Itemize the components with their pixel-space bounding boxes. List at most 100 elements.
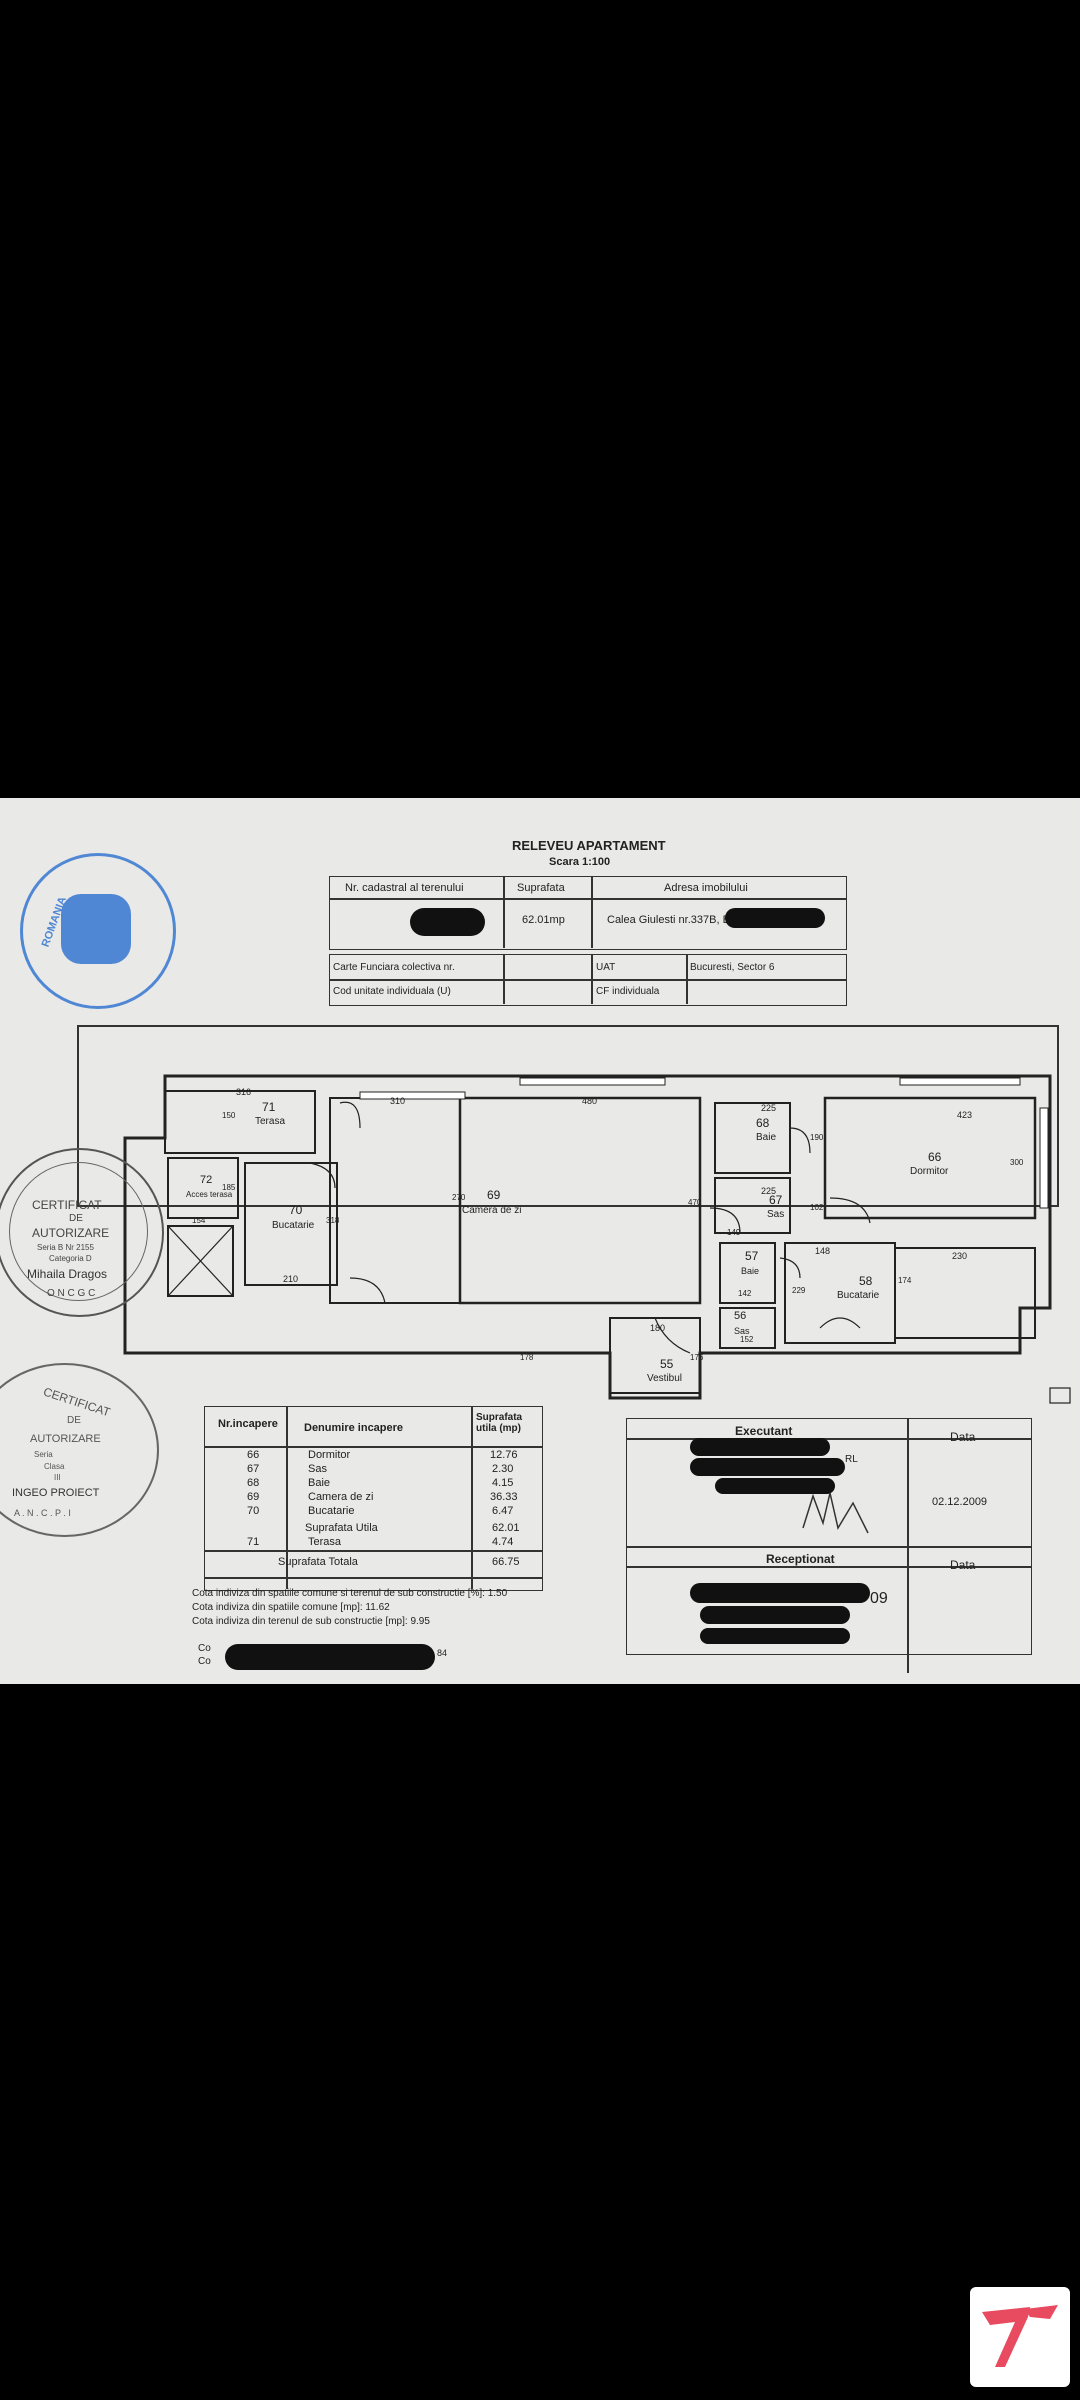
area-row-nr: 69 — [247, 1491, 260, 1503]
info-uat: UAT — [596, 962, 616, 973]
area-util-label: Suprafata Utila — [305, 1522, 378, 1534]
area-table — [204, 1406, 543, 1591]
area-header-name: Denumire incapere — [304, 1422, 404, 1434]
room-name: Dormitor — [910, 1166, 949, 1177]
signature — [802, 1492, 869, 1534]
dimension: 190 — [810, 1133, 824, 1142]
room-nr: 71 — [262, 1100, 276, 1114]
app-logo-icon — [970, 2287, 1070, 2387]
info-col-cadastral: Nr. cadastral al terenului — [345, 882, 464, 894]
dimension: 148 — [815, 1246, 831, 1256]
redaction — [715, 1478, 835, 1494]
dimension: 470 — [688, 1198, 702, 1207]
room-nr: 69 — [487, 1188, 501, 1202]
dimension: 310 — [390, 1096, 406, 1106]
area-row-name: Bucatarie — [308, 1505, 355, 1517]
room-nr: 56 — [734, 1310, 747, 1322]
room-name: Baie — [741, 1266, 760, 1276]
dimension: 150 — [222, 1111, 236, 1120]
area-terrace-name: Terasa — [308, 1536, 342, 1548]
info-uat-value: Bucuresti, Sector 6 — [690, 962, 775, 973]
note-3: Cota indiviza din terenul de sub constru… — [192, 1616, 430, 1627]
dimension: 180 — [650, 1323, 666, 1333]
dimension: 230 — [952, 1251, 968, 1261]
dimension: 152 — [740, 1335, 754, 1344]
area-terrace-nr: 71 — [247, 1536, 260, 1548]
executant-title: Executant — [735, 1424, 793, 1438]
dimension: 225 — [761, 1186, 777, 1196]
redaction — [690, 1583, 870, 1603]
info-col-address: Adresa imobilului — [664, 882, 748, 894]
room-nr: 58 — [859, 1274, 873, 1288]
room-name: Bucatarie — [272, 1220, 315, 1231]
info-address: Calea Giulesti nr.337B, Bl. — [607, 914, 736, 926]
floor-plan — [77, 1025, 1071, 1404]
area-row-name: Baie — [308, 1477, 331, 1489]
room-name: Sas — [734, 1326, 750, 1336]
stamp-top: ROMANIA — [20, 853, 176, 1009]
receptionat-date: 09 — [870, 1590, 888, 1607]
area-row-name: Camera de zi — [308, 1491, 374, 1503]
info-unit-code: Cod unitate individuala (U) — [333, 986, 451, 997]
area-row-name: Dormitor — [308, 1449, 351, 1461]
executant-suffix: RL — [845, 1454, 858, 1465]
dimension: 174 — [898, 1276, 912, 1285]
dimension: 423 — [957, 1110, 973, 1120]
area-total-label: Suprafata Totala — [278, 1556, 358, 1568]
stamp-certificat-1: CERTIFICAT DE AUTORIZARE Seria B Nr 2155… — [0, 1148, 164, 1317]
info-cf-individual: CF individuala — [596, 986, 660, 997]
room-name: Acces terasa — [186, 1190, 233, 1199]
bottom-note: Co — [198, 1656, 211, 1667]
info-area-value: 62.01mp — [522, 914, 565, 926]
area-row-value: 6.47 — [492, 1505, 514, 1517]
dimension: 300 — [1010, 1158, 1024, 1167]
area-row-value: 4.15 — [492, 1477, 514, 1489]
room-nr: 66 — [928, 1150, 942, 1164]
bottom-note: Co — [198, 1643, 211, 1654]
dimension: 229 — [792, 1286, 806, 1295]
redaction — [690, 1458, 845, 1476]
room-nr: 68 — [756, 1116, 770, 1130]
room-nr: 55 — [660, 1357, 674, 1371]
area-row-value: 36.33 — [490, 1491, 518, 1503]
room-name: Camera de zi — [462, 1205, 522, 1216]
dimension: 225 — [761, 1103, 777, 1113]
redaction — [725, 908, 825, 928]
area-total-value: 66.75 — [492, 1556, 520, 1568]
area-row-nr: 66 — [247, 1449, 260, 1461]
room-name: Baie — [756, 1132, 777, 1143]
area-row-nr: 68 — [247, 1477, 260, 1489]
room-name: Bucatarie — [837, 1290, 880, 1301]
dimension: 142 — [738, 1289, 752, 1298]
redaction — [225, 1644, 435, 1670]
dimension: 270 — [452, 1193, 466, 1202]
room-nr: 72 — [200, 1174, 213, 1186]
dimension: 480 — [582, 1096, 598, 1106]
dimension: 210 — [283, 1274, 299, 1284]
dimension: 149 — [727, 1228, 741, 1237]
redaction — [410, 908, 485, 936]
redaction — [700, 1628, 850, 1644]
area-row-nr: 70 — [247, 1505, 260, 1517]
doc-title: RELEVEU APARTAMENT — [512, 838, 666, 853]
signature-box — [626, 1418, 1032, 1655]
scanned-document: RELEVEU APARTAMENT Scara 1:100 Nr. cadas… — [0, 798, 1080, 1684]
note-2: Cota indiviza din spatiile comune [mp]: … — [192, 1602, 390, 1613]
dimension: 102 — [810, 1203, 824, 1212]
info-col-area: Suprafata — [517, 882, 565, 894]
room-name: Terasa — [255, 1116, 286, 1127]
dimension: 178 — [520, 1353, 534, 1362]
room-nr: 70 — [289, 1203, 303, 1217]
redaction — [700, 1606, 850, 1624]
bottom-note: 84 — [437, 1648, 448, 1658]
room-nr: 67 — [769, 1193, 783, 1207]
info-cf-label: Carte Funciara colectiva nr. — [333, 962, 455, 973]
dimension: 154 — [192, 1216, 206, 1225]
dimension: 316 — [236, 1087, 252, 1097]
area-row-nr: 67 — [247, 1463, 260, 1475]
area-util-value: 62.01 — [492, 1522, 520, 1534]
area-header-surface: Suprafata utila (mp) — [476, 1412, 523, 1434]
room-name: Sas — [767, 1209, 785, 1220]
executant-data-label: Data — [950, 1430, 976, 1444]
doc-scale: Scara 1:100 — [549, 856, 611, 868]
